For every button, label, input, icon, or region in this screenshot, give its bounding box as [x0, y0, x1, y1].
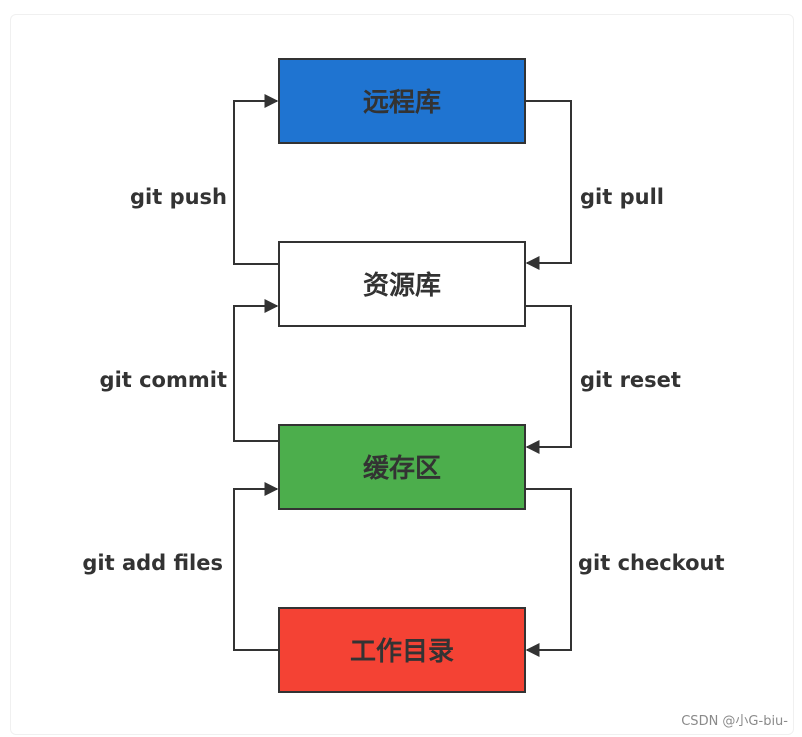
node-remote-box — [278, 58, 526, 144]
diagram-frame — [10, 14, 794, 735]
node-staging-area: 缓存区 — [278, 424, 526, 510]
edge-commit-arrow — [233, 299, 279, 442]
edge-pull-label: git pull — [580, 185, 664, 209]
edge-reset-arrow — [525, 305, 572, 454]
edge-add-arrow — [233, 482, 279, 651]
edge-push-label: git push — [130, 185, 227, 209]
edge-commit-label: git commit — [100, 368, 227, 392]
node-working-label: 工作目录 — [350, 637, 454, 667]
node-local-repo: 资源库 — [278, 241, 526, 327]
node-staging-box — [278, 424, 526, 510]
node-working-dir: 工作目录 — [278, 607, 526, 693]
node-remote-repo: 远程库 — [278, 58, 526, 144]
edge-checkout-label: git checkout — [578, 551, 725, 575]
edge-checkout-arrow — [525, 488, 572, 657]
edge-push-arrow — [233, 94, 279, 265]
edge-add-label: git add files — [82, 551, 223, 575]
node-staging-label: 缓存区 — [363, 453, 441, 484]
edge-reset-label: git reset — [580, 368, 681, 392]
node-local-label: 资源库 — [363, 271, 441, 301]
node-local-box — [278, 241, 526, 327]
node-remote-label: 远程库 — [363, 88, 441, 118]
watermark: CSDN @小G-biu- — [681, 714, 788, 729]
edge-pull-arrow — [525, 100, 572, 270]
